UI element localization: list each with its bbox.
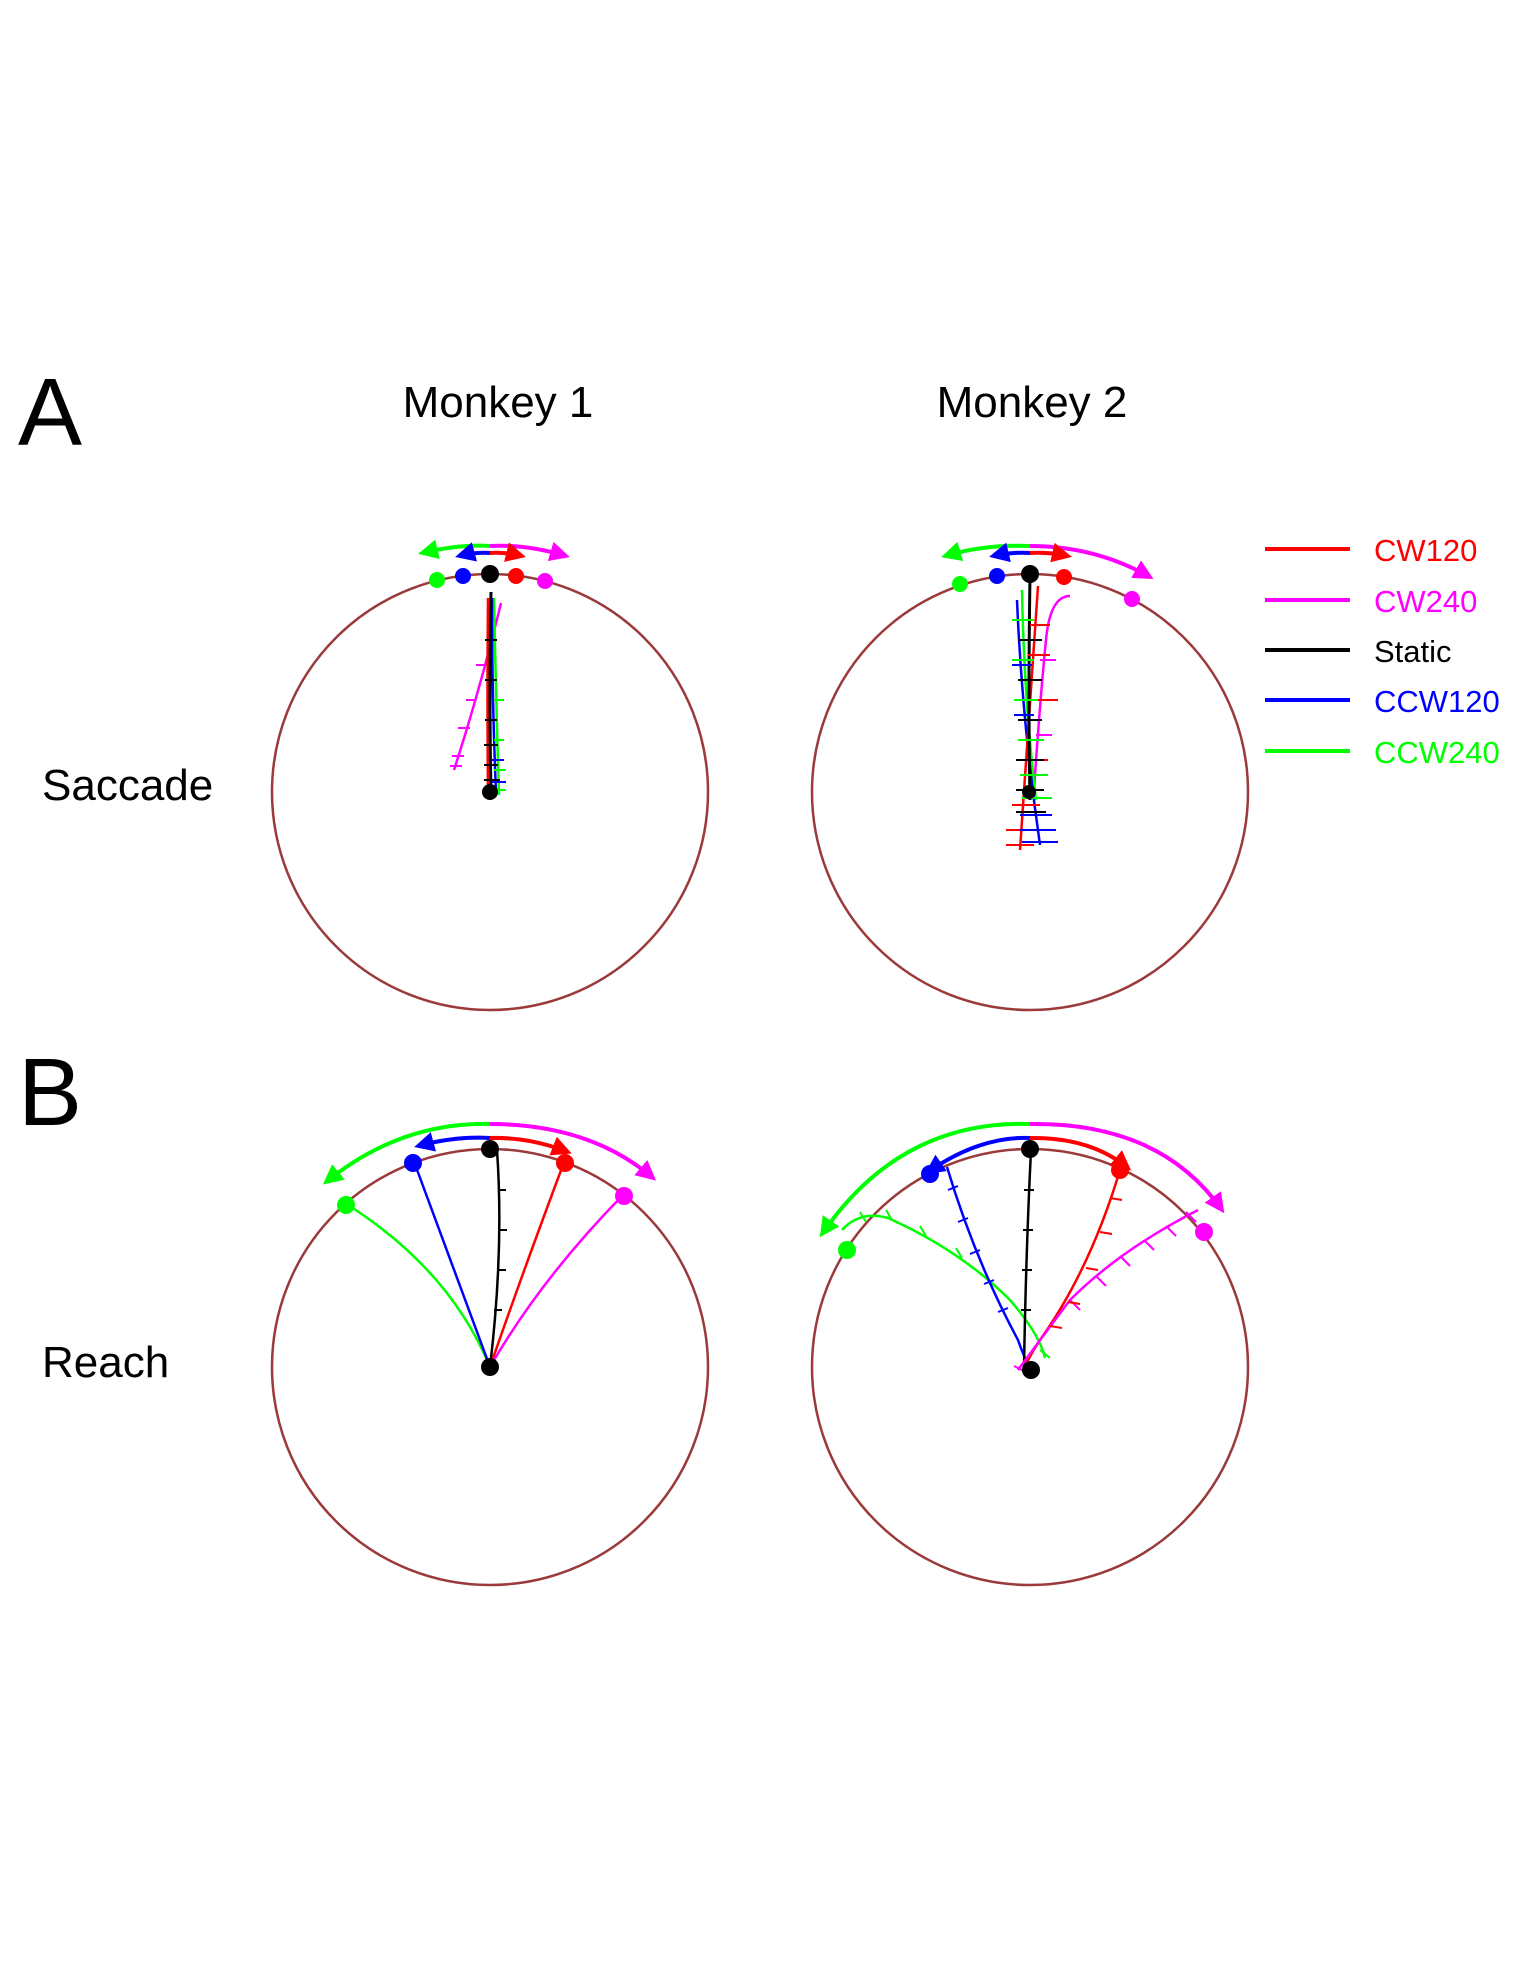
arrow-cw240 [489, 541, 570, 561]
start-point [481, 1358, 499, 1376]
panel-label-b: B [18, 1039, 82, 1146]
trajectory-cw240 [488, 1195, 623, 1368]
error-ticks-blue [1012, 664, 1058, 843]
error-ticks-green [1012, 619, 1052, 799]
arrow-cw120 [1029, 1135, 1132, 1171]
target-cw120 [556, 1154, 574, 1172]
trajectory-ccw240 [841, 1214, 1047, 1359]
error-ticks-static [484, 639, 500, 781]
trajectory-ccw120 [945, 1166, 1032, 1368]
target-static [481, 1140, 499, 1158]
arrow-cw120 [1029, 542, 1072, 563]
arrow-ccw240 [941, 541, 1031, 561]
panel-label-a: A [18, 359, 82, 466]
error-ticks-red [1049, 1197, 1123, 1329]
reach-monkey-1 [270, 1121, 710, 1587]
arrow-ccw120 [455, 542, 491, 562]
error-ticks-black [1016, 639, 1046, 813]
target-ccw120 [404, 1154, 422, 1172]
trajectory-cw120 [1024, 1169, 1122, 1366]
trajectory-cw120 [486, 597, 490, 793]
target-ccw240 [429, 572, 445, 588]
target-ccw240 [952, 576, 968, 592]
legend-label-ccw120: CCW120 [1374, 684, 1500, 719]
trajectory-static [488, 591, 493, 793]
trajectory-cw120 [488, 1164, 565, 1368]
error-ticks-cw240 [450, 664, 486, 767]
target-cw120 [1056, 569, 1072, 585]
target-ccw120 [921, 1165, 939, 1183]
column-title-monkey-2: Monkey 2 [937, 378, 1128, 427]
arrow-ccw120 [989, 542, 1031, 563]
trajectory-cw240 [452, 602, 503, 771]
saccade-monkey-2 [810, 541, 1250, 1012]
trajectory-static [1022, 1149, 1033, 1368]
row-title-saccade: Saccade [42, 761, 213, 810]
error-ticks-static [494, 1189, 507, 1311]
legend: CW120 CW240 Static CCW120 CCW240 [1265, 533, 1500, 770]
target-cw240 [537, 573, 553, 589]
target-cw120 [508, 568, 524, 584]
arrow-cw120 [489, 1135, 572, 1156]
target-cw240 [1124, 591, 1140, 607]
saccade-monkey-1 [270, 539, 710, 1012]
target-ccw240 [337, 1196, 355, 1214]
target-ccw240 [838, 1241, 856, 1259]
trajectory-static [488, 1149, 501, 1368]
arrow-ccw240 [322, 1121, 491, 1185]
target-ccw120 [455, 568, 471, 584]
arrow-ccw240 [819, 1121, 1031, 1238]
arrow-cw120 [489, 542, 526, 562]
target-static [481, 565, 499, 583]
reach-monkey-2 [810, 1121, 1250, 1587]
trajectory-cw240 [1016, 1208, 1199, 1371]
legend-label-ccw240: CCW240 [1374, 735, 1500, 770]
legend-label-cw120: CW120 [1374, 533, 1477, 568]
start-point [1022, 1361, 1040, 1379]
start-point [1022, 785, 1036, 799]
target-ccw120 [989, 568, 1005, 584]
column-title-monkey-1: Monkey 1 [403, 378, 594, 427]
trajectory-ccw240 [492, 597, 501, 796]
target-static [1021, 565, 1039, 583]
legend-label-static: Static [1374, 634, 1452, 669]
target-cw120 [1111, 1161, 1129, 1179]
arrow-ccw120 [924, 1135, 1031, 1175]
row-title-reach: Reach [42, 1338, 169, 1387]
arrow-cw240 [1029, 1121, 1225, 1214]
trajectory-static [1027, 575, 1032, 801]
error-ticks-black [1021, 1189, 1034, 1311]
error-ticks-green [859, 1209, 1051, 1359]
arrow-ccw120 [414, 1132, 491, 1152]
target-cw240 [615, 1187, 633, 1205]
arrow-cw240 [489, 1122, 657, 1181]
trajectory-ccw120 [1015, 599, 1042, 846]
start-point [482, 784, 498, 800]
arrow-cw240 [1029, 544, 1154, 579]
trajectory-ccw240 [347, 1203, 492, 1368]
trajectory-ccw120 [414, 1166, 492, 1368]
target-cw240 [1195, 1223, 1213, 1241]
error-ticks-blue [947, 1185, 1009, 1313]
legend-label-cw240: CW240 [1374, 584, 1477, 619]
error-ticks-blue [492, 759, 506, 783]
target-static [1021, 1140, 1039, 1158]
